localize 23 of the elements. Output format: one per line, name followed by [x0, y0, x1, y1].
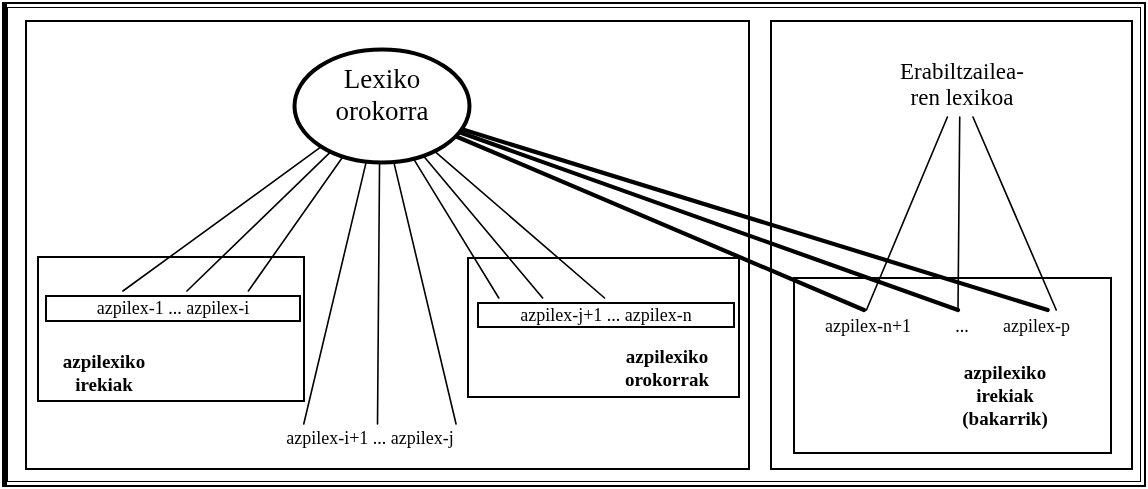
node-label: Erabiltzailea- ren lexikoa: [887, 59, 1037, 119]
connector-line: [186, 151, 332, 292]
ellipsis-text: ...: [952, 314, 972, 338]
connector-line: [865, 116, 949, 311]
panel-frame: [25, 20, 750, 470]
connector-line: [957, 116, 961, 311]
group-heading: azpilexiko irekiak: [61, 350, 147, 396]
group-heading: azpilexiko orokorrak: [623, 345, 711, 391]
group-box: [467, 257, 740, 398]
group-box: [37, 256, 305, 402]
node-title: Lexiko orokorra: [334, 63, 430, 127]
text-label: azpilex-i+1 ... azpilex-j: [251, 426, 489, 452]
ellipse-node: [292, 47, 472, 165]
text-label: azpilex-n+1: [807, 314, 929, 338]
connector-line: [972, 116, 1058, 311]
item-range-box: azpilex-j+1 ... azpilex-n: [477, 302, 735, 328]
connector-line: [122, 146, 322, 292]
group-heading: azpilexiko irekiak (bakarrik): [961, 361, 1049, 430]
item-range-box: azpilex-1 ... azpilex-i: [45, 295, 301, 322]
group-box: [793, 277, 1112, 454]
connector-line: [247, 155, 344, 292]
panel-frame: [770, 20, 1133, 470]
text-label: azpilex-p: [989, 314, 1084, 338]
